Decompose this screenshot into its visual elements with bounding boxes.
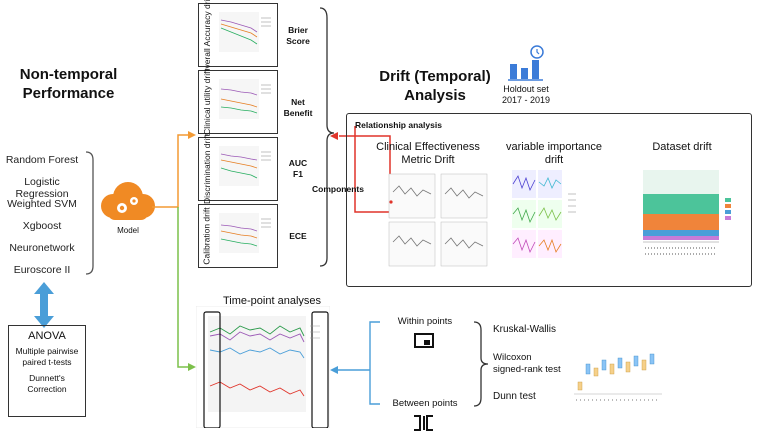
boxplot-boxes	[577, 353, 655, 391]
timepoint-chart	[196, 306, 330, 428]
mini-chart	[219, 12, 271, 52]
mini-chart	[219, 146, 271, 186]
relationship-title: Relationship analysis	[355, 120, 442, 130]
components-label: Components	[312, 184, 364, 194]
drift-box: Clinical utility drift	[198, 69, 278, 135]
double-arrow-icon	[34, 282, 54, 328]
cloud-icon	[101, 182, 155, 220]
timepoint-title: Time-point analyses	[222, 295, 322, 307]
test-dunn: Dunn test	[493, 391, 536, 402]
drift-box: Discrimination drift	[198, 134, 278, 204]
drift-bracket	[319, 7, 335, 267]
stats-line2: Dunnett's Correction	[27, 373, 67, 394]
drift-label: Discrimination drift	[202, 134, 212, 204]
drift-label: Calibration drift	[202, 207, 213, 265]
within-points-label: Within points	[397, 316, 453, 327]
drift-label: Overall Accuracy drift	[202, 0, 212, 76]
mini-chart	[219, 213, 271, 253]
metric-drift-thumbnail	[388, 173, 488, 267]
dataset-drift-heading: Dataset drift	[652, 141, 712, 153]
within-points-icon	[414, 333, 434, 348]
left-title: Non-temporal Performance	[19, 66, 118, 102]
metric-drift-heading: Clinical Effectiveness Metric Drift	[376, 141, 480, 166]
mini-chart	[219, 79, 271, 119]
stats-line1: Multiple pairwise paired t-tests	[15, 346, 79, 367]
stats-title: ANOVA	[28, 330, 66, 342]
relationship-box: Relationship analysis Clinical Effective…	[346, 113, 752, 287]
dataset-drift-thumbnail	[643, 170, 731, 255]
drift-box: Overall Accuracy drift	[198, 0, 278, 75]
model-item: Random Forest	[5, 154, 79, 166]
between-points-label: Between points	[392, 398, 458, 409]
drift-label: Clinical utility drift	[202, 69, 212, 135]
model-bracket	[85, 151, 94, 275]
drift-box: Calibration drift	[198, 204, 278, 268]
model-item: Euroscore II	[13, 264, 71, 276]
between-points-icon	[414, 415, 433, 431]
model-item: Neuronetwork	[9, 242, 75, 254]
blue-connector	[332, 321, 380, 405]
model-list: Random Forest Logistic Regression Weight…	[0, 150, 88, 280]
boxplot-thumbnail	[574, 353, 662, 401]
holdout-label: Holdout set 2017 - 2019	[501, 84, 551, 105]
metric-label: AUC F1	[288, 158, 308, 179]
model-item: Xgboost	[22, 220, 62, 232]
model-label: Model	[117, 226, 139, 235]
importance-drift-heading: variable importance drift	[506, 141, 602, 166]
test-wilcoxon: Wilcoxon signed-rank test	[493, 352, 561, 375]
model-item: Weighted SVM	[7, 198, 77, 210]
orange-connector	[152, 134, 190, 208]
metric-label: Net Benefit	[283, 97, 313, 118]
holdout-chart-icon	[508, 45, 544, 81]
green-connector	[177, 207, 190, 368]
metric-label: ECE	[289, 231, 307, 241]
metric-label: Brier Score	[286, 25, 310, 46]
stats-box: ANOVA Multiple pairwise paired t-tests D…	[8, 325, 86, 417]
tests-bracket	[473, 321, 489, 407]
test-kruskal: Kruskal-Wallis	[493, 324, 556, 335]
model-item: Logistic Regression	[15, 176, 69, 200]
importance-thumbnail	[512, 170, 576, 258]
right-title: Drift (Temporal) Analysis	[379, 68, 491, 104]
